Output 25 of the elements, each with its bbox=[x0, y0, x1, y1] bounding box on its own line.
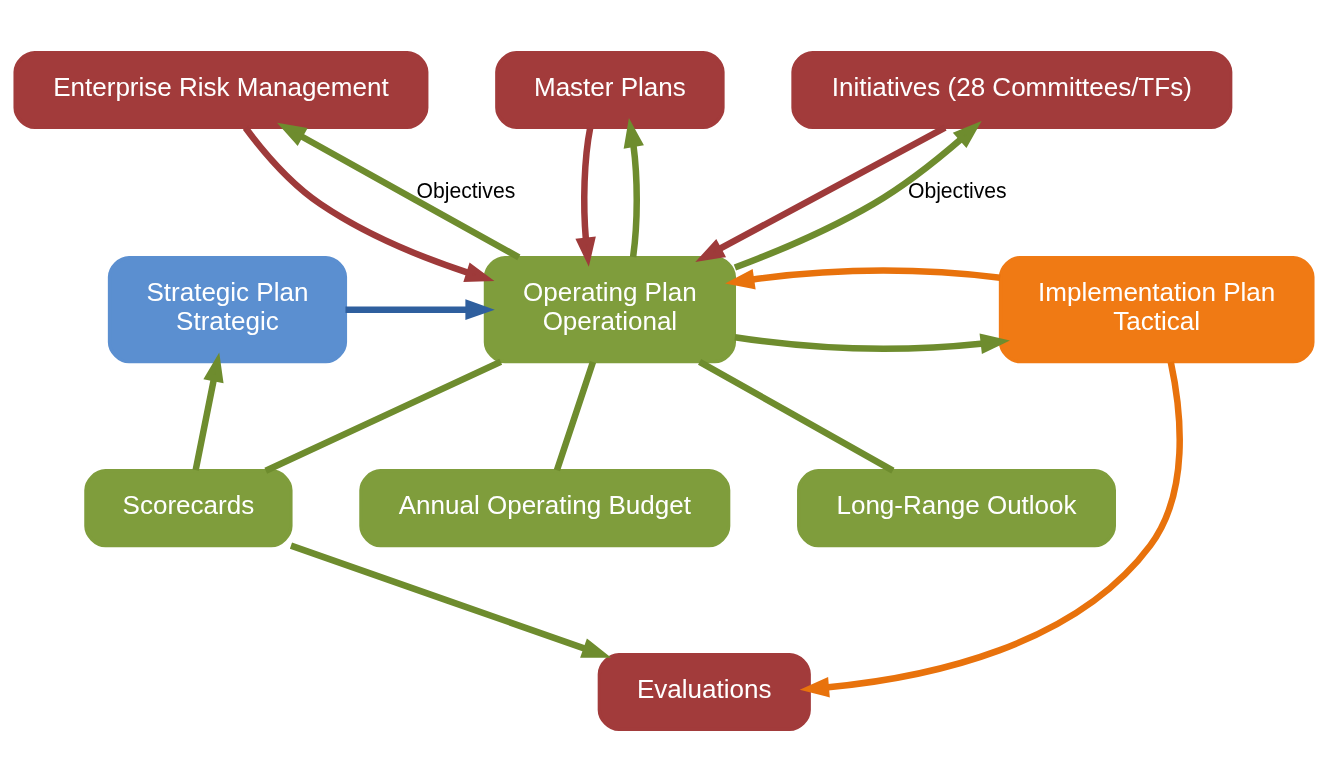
node-box: Scorecards bbox=[84, 469, 293, 548]
arrow bbox=[277, 122, 521, 261]
arrow bbox=[345, 299, 495, 320]
node-box: Implementation Plan Tactical bbox=[998, 255, 1315, 364]
arrow bbox=[725, 267, 1001, 290]
node-box: Enterprise Risk Management bbox=[13, 50, 429, 129]
connector bbox=[553, 361, 597, 472]
arrow bbox=[192, 352, 224, 471]
arrow bbox=[734, 333, 1010, 354]
arrow bbox=[623, 118, 644, 258]
node-box: Evaluations bbox=[597, 653, 811, 732]
node-box: Strategic Plan Strategic bbox=[107, 255, 348, 364]
node-box: Master Plans bbox=[495, 50, 725, 129]
connector bbox=[264, 358, 503, 474]
connector bbox=[698, 358, 895, 474]
arrow bbox=[575, 127, 596, 267]
node-box: Long-Range Outlook bbox=[797, 469, 1116, 548]
edge-label: Objectives bbox=[907, 179, 1007, 202]
arrow bbox=[799, 361, 1183, 698]
edge-label: Objectives bbox=[416, 179, 516, 202]
arrow bbox=[289, 542, 612, 658]
node-box: Operating Plan Operational bbox=[483, 255, 736, 364]
node-box: Initiatives (28 Committees/TFs) bbox=[791, 50, 1233, 129]
node-box: Annual Operating Budget bbox=[359, 469, 731, 548]
arrow bbox=[733, 120, 982, 271]
